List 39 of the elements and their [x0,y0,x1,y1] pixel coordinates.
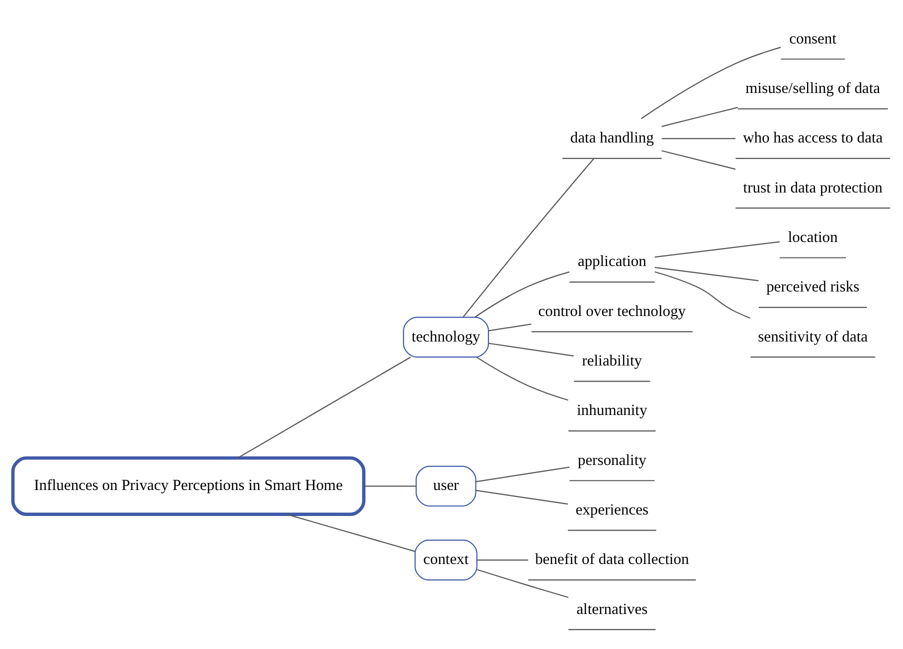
node-text: personality [578,452,646,469]
node-text: reliability [582,352,642,370]
node-text: inhumanity [576,402,648,420]
node-text: sensitivity of data [758,328,868,346]
connector [476,490,568,505]
node-text: alternatives [576,600,648,618]
connector [654,241,780,258]
connector [662,150,736,170]
node-text: who has access to data [742,130,883,147]
connector [654,266,759,282]
connector [476,356,568,401]
connector [662,106,738,127]
connector [238,356,411,458]
node-text: location [788,228,838,246]
connector [654,271,750,319]
connector [476,466,570,482]
node-text: perceived risks [766,278,860,296]
connector [474,271,570,318]
node-box: user [416,466,476,507]
node-box: Influences on Privacy Perceptions in Smart Home [11,456,366,516]
connector [364,486,416,487]
connector [462,158,594,318]
node-text: data handling [570,130,654,147]
connector [640,46,781,120]
node-text: trust in data protection [743,179,883,196]
node-text: misuse/selling of data [746,80,880,98]
connector [477,560,528,561]
node-text: control over technology [538,302,686,320]
connector [488,324,532,332]
node-box: context [414,540,478,580]
connector [662,138,736,140]
node-text: experiences [576,502,648,519]
node-text: benefit of data collection [535,551,689,568]
connector [286,514,416,552]
node-text: consent [789,30,836,48]
node-box: technology [402,316,490,358]
node-text: application [578,253,646,270]
connector [488,342,574,356]
connector [476,569,569,598]
